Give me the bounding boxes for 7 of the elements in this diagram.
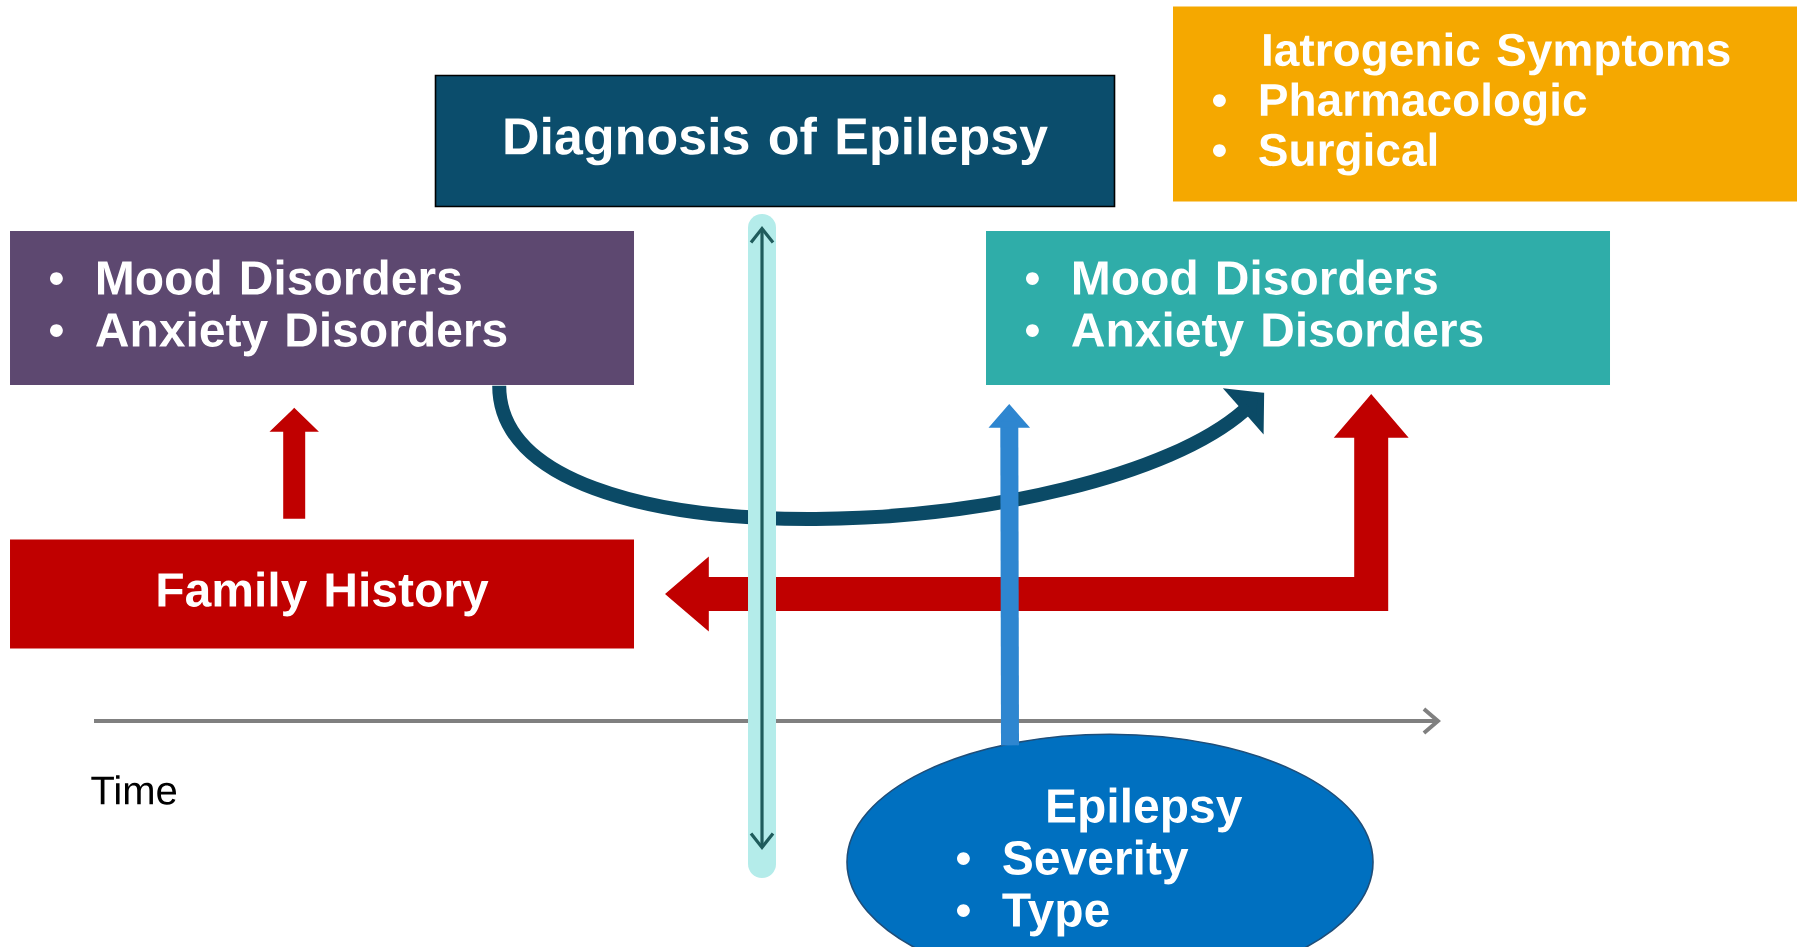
history-box: Family History — [10, 539, 634, 649]
note-box: Iatrogenic Symptoms Pharmacologic Surgical — [1173, 6, 1797, 202]
condition-box: Mood Disorders Anxiety Disorders — [986, 231, 1610, 385]
axis-label: Time — [91, 775, 176, 805]
condition-box: Mood Disorders Anxiety Disorders — [10, 231, 634, 385]
title-box: Diagnosis of Epilepsy — [434, 74, 1116, 208]
curved-arrow — [492, 383, 1265, 526]
